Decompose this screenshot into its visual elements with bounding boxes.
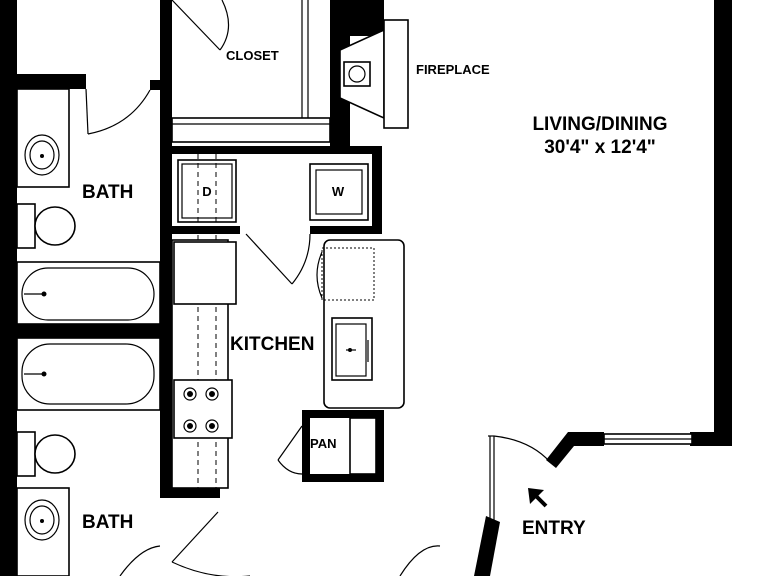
washer (309, 163, 369, 221)
bathtub-icon (16, 261, 161, 325)
walls (0, 0, 732, 576)
sink-icon (24, 134, 60, 176)
sink-icon (24, 499, 60, 541)
cooktop-icon (173, 379, 233, 439)
laundry (177, 159, 369, 285)
toilet-icon (16, 431, 76, 477)
entry-label: ENTRY (522, 518, 586, 539)
closet-area (171, 0, 331, 143)
entry-arrow-icon (528, 488, 548, 508)
washer-label: W (332, 184, 345, 199)
entry (488, 435, 551, 520)
toilet-icon (16, 203, 76, 249)
kitchen (171, 154, 405, 494)
upper-bath (16, 88, 161, 325)
sink-icon (331, 317, 373, 381)
fireplace-label: FIREPLACE (416, 62, 490, 77)
kitchen-label: KITCHEN (230, 334, 314, 355)
lower-bath-label: BATH (82, 512, 133, 533)
windows (603, 433, 693, 445)
pantry-label: PAN (310, 436, 336, 451)
closet-label: CLOSET (226, 48, 279, 63)
dryer-label: D (202, 184, 211, 199)
fireplace (339, 19, 409, 129)
living-dining-label: LIVING/DINING (532, 114, 667, 135)
dryer (177, 159, 237, 223)
upper-bath-label: BATH (82, 182, 133, 203)
lower-bath (16, 337, 441, 576)
pantry (277, 417, 377, 475)
living-dining-dimensions: 30'4" x 12'4" (544, 137, 656, 158)
bathtub-icon (16, 337, 161, 411)
